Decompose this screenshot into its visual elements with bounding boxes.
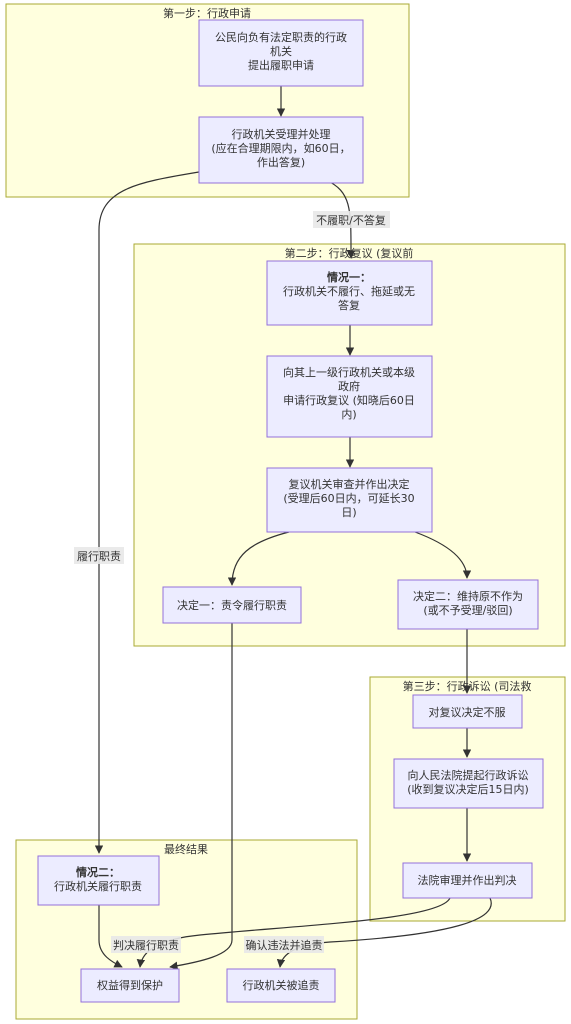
- node-text-line: 向其上一级行政机关或本级: [283, 365, 415, 379]
- node-text-line: 作出答复): [257, 155, 305, 169]
- node-decision1: 决定一：责令履行职责: [162, 586, 302, 624]
- node-handle-text: 行政机关受理并处理(应在合理期限内，如60日，作出答复): [211, 127, 350, 169]
- node-text-line: 答复: [338, 298, 360, 312]
- svg-text:不履职/不答复: 不履职/不答复: [316, 213, 386, 227]
- edge-label-confirm-illegal: 确认违法并追责: [244, 936, 324, 953]
- node-text-line: 申请行政复议 (知晓后60日: [283, 393, 415, 407]
- node-text-line: (或不予受理/驳回): [423, 604, 512, 617]
- cluster-step1-title: 第一步：行政申请: [163, 6, 251, 20]
- node-text-line: 日): [341, 506, 356, 519]
- node-apply-text: 公民向负有法定职责的行政机关提出履职申请: [215, 30, 347, 72]
- node-text-line: 情况二：: [76, 865, 120, 879]
- node-text-line: 决定二：维持原不作为: [413, 589, 523, 603]
- node-trial: 法院审理并作出判决: [402, 862, 533, 899]
- cluster-step2-title: 第二步：行政复议 (复议前: [285, 246, 414, 260]
- node-decision1-text: 决定一：责令履行职责: [177, 598, 287, 612]
- node-protected: 权益得到保护: [80, 968, 180, 1003]
- node-text-line: 向人民法院提起行政诉讼: [408, 768, 529, 782]
- node-case1-text: 情况一：行政机关不履行、拖延或无答复: [283, 270, 415, 312]
- node-text-line: 内): [341, 407, 356, 421]
- svg-text:确认违法并追责: 确认违法并追责: [246, 938, 323, 952]
- node-accountable-text: 行政机关被追责: [243, 978, 320, 992]
- svg-text:履行职责: 履行职责: [77, 550, 121, 563]
- edge-label-judge-perform: 判决履行职责: [111, 936, 181, 953]
- node-protected-text: 权益得到保护: [97, 978, 163, 992]
- node-text-line: (收到复议决定后15日内): [407, 782, 529, 796]
- node-text-line: 权益得到保护: [97, 978, 163, 992]
- node-case1: 情况一：行政机关不履行、拖延或无答复: [266, 260, 433, 326]
- node-decision2: 决定二：维持原不作为(或不予受理/驳回): [397, 579, 539, 630]
- edge-handle-case1: [325, 179, 356, 259]
- node-text-line: 行政机关被追责: [243, 978, 320, 992]
- edge-case2-protected: [98, 905, 123, 968]
- cluster-final-title: 最终结果: [164, 842, 208, 856]
- node-text-line: 行政机关履行职责: [54, 879, 142, 893]
- node-text-line: 机关: [270, 44, 292, 58]
- node-text-line: 决定一：责令履行职责: [177, 598, 287, 612]
- edge-label-perform: 履行职责: [74, 547, 124, 564]
- node-text-line: 行政机关受理并处理: [232, 127, 331, 141]
- node-case2: 情况二：行政机关履行职责: [37, 855, 160, 906]
- node-text-line: 情况一：: [327, 270, 371, 284]
- node-text-line: 对复议决定不服: [429, 705, 506, 719]
- node-text-line: 行政机关不履行、拖延或无: [283, 284, 415, 298]
- node-text-line: 复议机关审查并作出决定: [289, 477, 410, 491]
- node-text-line: 提出履职申请: [248, 58, 314, 72]
- node-text-line: 政府: [338, 379, 360, 393]
- node-handle: 行政机关受理并处理(应在合理期限内，如60日，作出答复): [198, 116, 364, 184]
- node-lawsuit: 向人民法院提起行政诉讼(收到复议决定后15日内): [393, 758, 544, 809]
- node-lawsuit-text: 向人民法院提起行政诉讼(收到复议决定后15日内): [407, 768, 529, 796]
- node-text-line: (受理后60日内，可延长30: [283, 491, 414, 505]
- node-trial-text: 法院审理并作出判决: [418, 873, 517, 887]
- node-review-apply: 向其上一级行政机关或本级政府申请行政复议 (知晓后60日内): [266, 355, 433, 438]
- node-accountable: 行政机关被追责: [226, 968, 336, 1003]
- node-text-line: (应在合理期限内，如60日，: [211, 141, 350, 155]
- node-dissatisfied: 对复议决定不服: [412, 694, 523, 729]
- edge-handle-case2: [94, 171, 200, 854]
- node-decision2-text: 决定二：维持原不作为(或不予受理/驳回): [413, 589, 523, 617]
- node-apply: 公民向负有法定职责的行政机关提出履职申请: [198, 19, 364, 87]
- edge-decide-decision1: [227, 531, 290, 586]
- edge-decide-decision2: [414, 531, 472, 579]
- node-case2-text: 情况二：行政机关履行职责: [54, 865, 142, 893]
- svg-text:判决履行职责: 判决履行职责: [113, 939, 179, 952]
- node-text-line: 公民向负有法定职责的行政: [215, 30, 347, 44]
- edge-label-no-perform: 不履职/不答复: [313, 211, 390, 228]
- node-text-line: 法院审理并作出判决: [418, 873, 517, 887]
- node-review-apply-text: 向其上一级行政机关或本级政府申请行政复议 (知晓后60日内): [283, 365, 415, 421]
- edge-decision1-protected: [169, 623, 233, 970]
- node-dissatisfied-text: 对复议决定不服: [429, 705, 506, 719]
